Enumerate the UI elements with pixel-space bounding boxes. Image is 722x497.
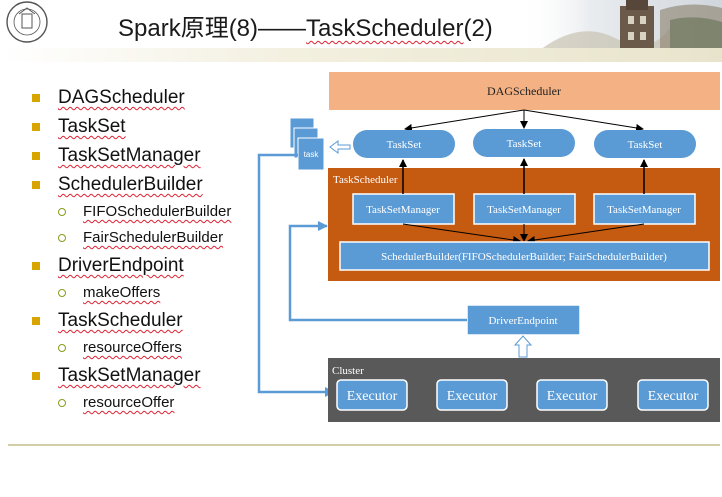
bullet-item: TaskSetManager (28, 362, 268, 391)
sub-bullet-label: FIFOSchedulerBuilder (83, 203, 232, 220)
task-to-executor-arrow (257, 153, 335, 397)
svg-text:TaskSetManager: TaskSetManager (607, 204, 681, 216)
bullet-marker (32, 94, 40, 102)
tasksetmanager-box: TaskSetManager (473, 193, 576, 225)
slide-header: Spark原理(8)——TaskScheduler(2) (0, 0, 722, 62)
svg-text:Executor: Executor (547, 389, 598, 404)
bullet-item: DriverEndpoint (28, 252, 268, 281)
sub-bullet-label: resourceOffers (83, 339, 182, 356)
bullet-item: SchedulerBuilder (28, 171, 268, 200)
executor-box: Executor (436, 379, 508, 411)
dag-to-taskset-arrow (404, 109, 525, 132)
tasksetmanager-box: TaskSetManager (593, 193, 696, 225)
taskset-to-task-arrow (329, 140, 351, 154)
svg-text:Executor: Executor (347, 389, 398, 404)
svg-text:TaskSet: TaskSet (387, 139, 422, 151)
bullet-label: TaskSetManager (58, 365, 201, 386)
taskset-pill: TaskSet (353, 130, 455, 158)
task-label: task (304, 150, 320, 159)
bullet-item: DAGScheduler (28, 84, 268, 113)
svg-text:Executor: Executor (447, 389, 498, 404)
header-band (0, 48, 722, 62)
sub-bullet-item: FairSchedulerBuilder (28, 226, 268, 252)
slide-title: Spark原理(8)——TaskScheduler(2) (118, 15, 493, 42)
bullet-label: DriverEndpoint (58, 255, 184, 276)
scheduler-builder-box: SchedulerBuilder(FIFOSchedulerBuilder; F… (339, 241, 710, 271)
svg-text:TaskSetManager: TaskSetManager (487, 204, 561, 216)
bottom-rule (8, 444, 720, 446)
driver-endpoint-label: DriverEndpoint (488, 315, 557, 327)
svg-text:TaskSetManager: TaskSetManager (366, 204, 440, 216)
sub-bullet-label: resourceOffer (83, 394, 175, 411)
manager-to-builder-arrow (527, 223, 645, 244)
cluster-to-driver-arrow (513, 335, 533, 358)
sub-bullet-item: makeOffers (28, 281, 268, 307)
executor-box: Executor (637, 379, 709, 411)
driver-to-taskscheduler-arrow (288, 221, 467, 322)
dag-scheduler-label: DAGScheduler (487, 84, 561, 98)
svg-text:Executor: Executor (648, 389, 699, 404)
manager-to-builder-arrow (402, 223, 521, 244)
taskset-pill: TaskSet (594, 130, 696, 158)
bullet-item: TaskScheduler (28, 307, 268, 336)
sub-bullet-marker (58, 234, 66, 242)
bullet-list: DAGScheduler TaskSet TaskSetManager Sche… (28, 84, 268, 417)
task-scheduler-title: TaskScheduler (333, 174, 398, 186)
bullet-label: SchedulerBuilder (58, 174, 203, 195)
svg-text:TaskSet: TaskSet (628, 139, 663, 151)
sub-bullet-marker (58, 399, 66, 407)
sub-bullet-label: FairSchedulerBuilder (83, 229, 224, 246)
task-stack-icon: task (289, 117, 325, 171)
bullet-marker (32, 181, 40, 189)
bullet-label: DAGScheduler (58, 87, 185, 108)
bullet-marker (32, 317, 40, 325)
bullet-label: TaskSetManager (58, 145, 201, 166)
dag-scheduler-box: DAGScheduler (329, 72, 720, 110)
university-logo-icon (6, 1, 48, 43)
bullet-marker (32, 123, 40, 131)
scheduler-builder-label: SchedulerBuilder(FIFOSchedulerBuilder; F… (381, 251, 667, 263)
bullet-label: TaskScheduler (58, 310, 183, 331)
sub-bullet-item: resourceOffer (28, 391, 268, 417)
sub-bullet-item: resourceOffers (28, 336, 268, 362)
executor-box: Executor (536, 379, 608, 411)
driver-endpoint-box: DriverEndpoint (466, 304, 581, 336)
bullet-marker (32, 152, 40, 160)
taskset-pill: TaskSet (473, 129, 575, 157)
sub-bullet-marker (58, 208, 66, 216)
bullet-marker (32, 372, 40, 380)
dag-to-taskset-arrow (523, 109, 644, 132)
sub-bullet-label: makeOffers (83, 284, 161, 301)
executor-box: Executor (336, 379, 408, 411)
svg-text:TaskSet: TaskSet (507, 138, 542, 150)
bullet-marker (32, 262, 40, 270)
bullet-label: TaskSet (58, 116, 126, 137)
bullet-item: TaskSetManager (28, 142, 268, 171)
sub-bullet-marker (58, 289, 66, 297)
tasksetmanager-box: TaskSetManager (352, 193, 455, 225)
sub-bullet-marker (58, 344, 66, 352)
cluster-title: Cluster (332, 365, 364, 377)
bullet-item: TaskSet (28, 113, 268, 142)
sub-bullet-item: FIFOSchedulerBuilder (28, 200, 268, 226)
